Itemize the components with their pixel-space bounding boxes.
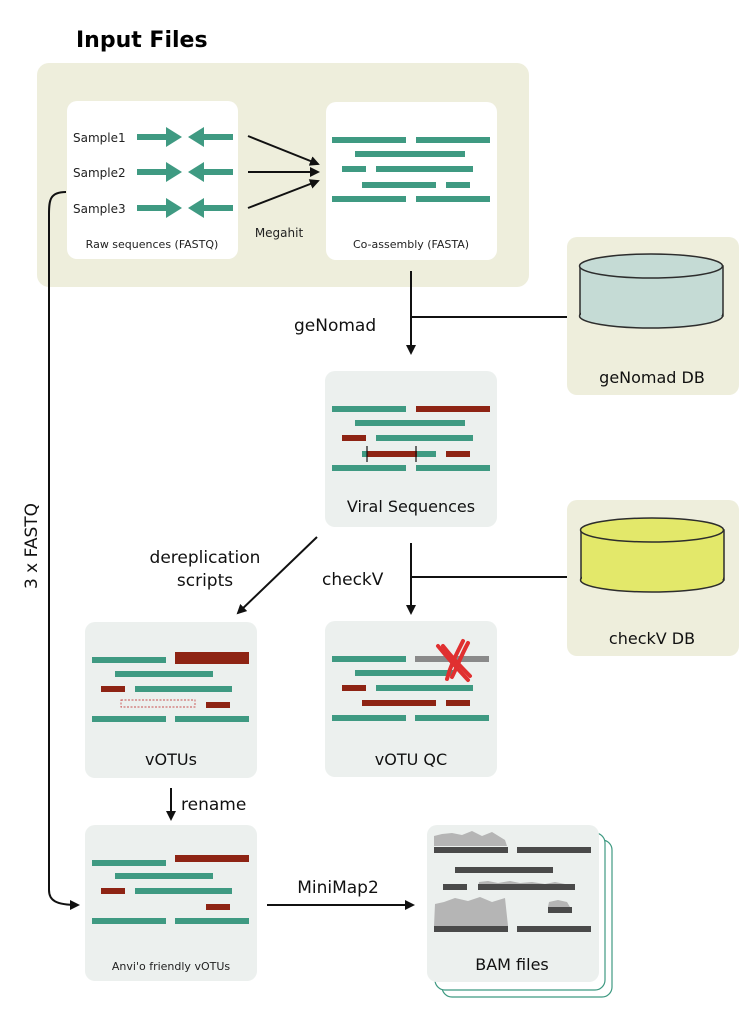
dereplication-arrow bbox=[236, 536, 318, 615]
contig-bars-coassembly bbox=[332, 137, 490, 202]
contig-bars-viral bbox=[332, 406, 490, 471]
megahit-arrows bbox=[247, 135, 320, 209]
genomad-db-icon bbox=[578, 253, 724, 329]
anvio-votus-panel bbox=[85, 825, 257, 981]
sample-label-3: Sample3 bbox=[73, 202, 126, 216]
paired-read-arrows bbox=[137, 127, 233, 218]
read-pair-1 bbox=[137, 127, 233, 147]
raw-sequences-panel bbox=[67, 101, 238, 259]
votu-qc-label: vOTU QC bbox=[375, 750, 447, 769]
checkv-label: checkV bbox=[322, 570, 384, 590]
megahit-label: Megahit bbox=[255, 226, 304, 240]
raw-sequences-label: Raw sequences (FASTQ) bbox=[86, 238, 219, 251]
title: Input Files bbox=[76, 28, 208, 53]
coassembly-label: Co-assembly (FASTA) bbox=[353, 238, 469, 251]
contig-bars-anvio bbox=[92, 855, 249, 924]
sample-label-2: Sample2 bbox=[73, 166, 126, 180]
dereplication-label-line1: dereplication bbox=[150, 548, 261, 568]
contig-bars-votus bbox=[92, 652, 249, 722]
fastq-connector-line bbox=[48, 191, 80, 910]
read-pair-3 bbox=[137, 198, 233, 218]
bam-files-label: BAM files bbox=[475, 955, 549, 974]
genomad-db-label: geNomad DB bbox=[599, 368, 705, 387]
coassembly-panel bbox=[326, 102, 497, 260]
fastq-label: 3 x FASTQ bbox=[22, 503, 42, 589]
dereplication-label-line2: scripts bbox=[177, 571, 233, 591]
checkv-db-label: checkV DB bbox=[609, 629, 695, 648]
discard-cross-icon bbox=[436, 639, 472, 682]
mapped-reads-bars bbox=[434, 847, 591, 932]
read-pair-2 bbox=[137, 162, 233, 182]
rename-label: rename bbox=[181, 795, 246, 815]
viral-sequences-label: Viral Sequences bbox=[347, 497, 475, 516]
minimap-label: MiniMap2 bbox=[297, 878, 379, 898]
sample-label-1: Sample1 bbox=[73, 131, 126, 145]
votus-label: vOTUs bbox=[145, 750, 197, 769]
anvio-votus-label: Anvi'o friendly vOTUs bbox=[112, 960, 230, 973]
bam-files-stack bbox=[427, 825, 613, 998]
checkv-db-icon bbox=[579, 517, 725, 593]
genomad-label: geNomad bbox=[294, 316, 376, 336]
